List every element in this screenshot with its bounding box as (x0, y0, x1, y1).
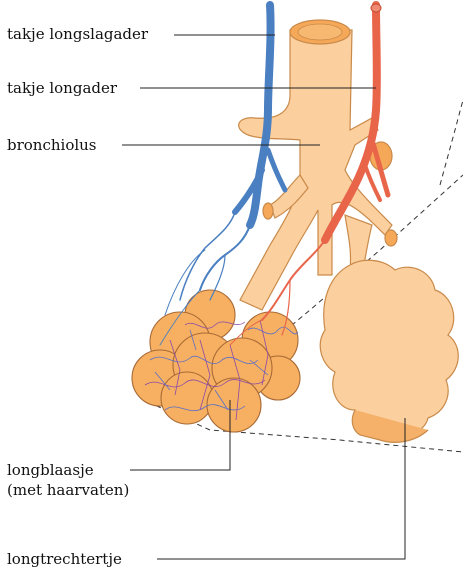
alveoli-cluster (132, 290, 300, 432)
alveolar-sac (320, 260, 458, 442)
label-alveolus-note: (met haarvaten) (7, 481, 129, 499)
vein-cut-end (371, 4, 381, 12)
label-bronchiole: bronchiolus (7, 136, 97, 154)
label-branch-vein: takje longader (7, 79, 117, 97)
leader-alveolar-sac (157, 418, 405, 559)
label-alveolus: longblaasje (7, 461, 94, 479)
label-branch-artery: takje longslagader (7, 25, 148, 43)
label-alveolar-sac: longtrechtertje (7, 550, 122, 568)
